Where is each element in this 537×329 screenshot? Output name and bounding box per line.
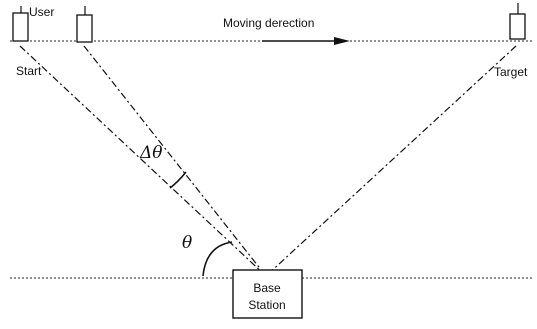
theta-label: θ — [182, 233, 192, 253]
delta-theta-label: Δθ — [139, 143, 163, 163]
target-device — [509, 3, 526, 40]
base-station-box — [232, 269, 303, 319]
direction-arrow-head — [334, 37, 350, 45]
user-label: User — [29, 5, 54, 19]
base-station-label-line1: Base — [253, 281, 281, 295]
line-target-to-base — [265, 45, 517, 277]
theta-arc — [202, 241, 233, 277]
user-current-device — [76, 6, 93, 43]
delta-theta-arc — [169, 171, 187, 189]
base-station-label-line2: Station — [248, 298, 285, 312]
start-label: Start — [16, 64, 42, 78]
line-start-to-base — [19, 45, 267, 277]
moving-direction-label: Moving derection — [223, 16, 314, 30]
line-current-to-base — [83, 45, 267, 277]
user-start-device — [12, 6, 29, 42]
target-label: Target — [494, 65, 528, 79]
